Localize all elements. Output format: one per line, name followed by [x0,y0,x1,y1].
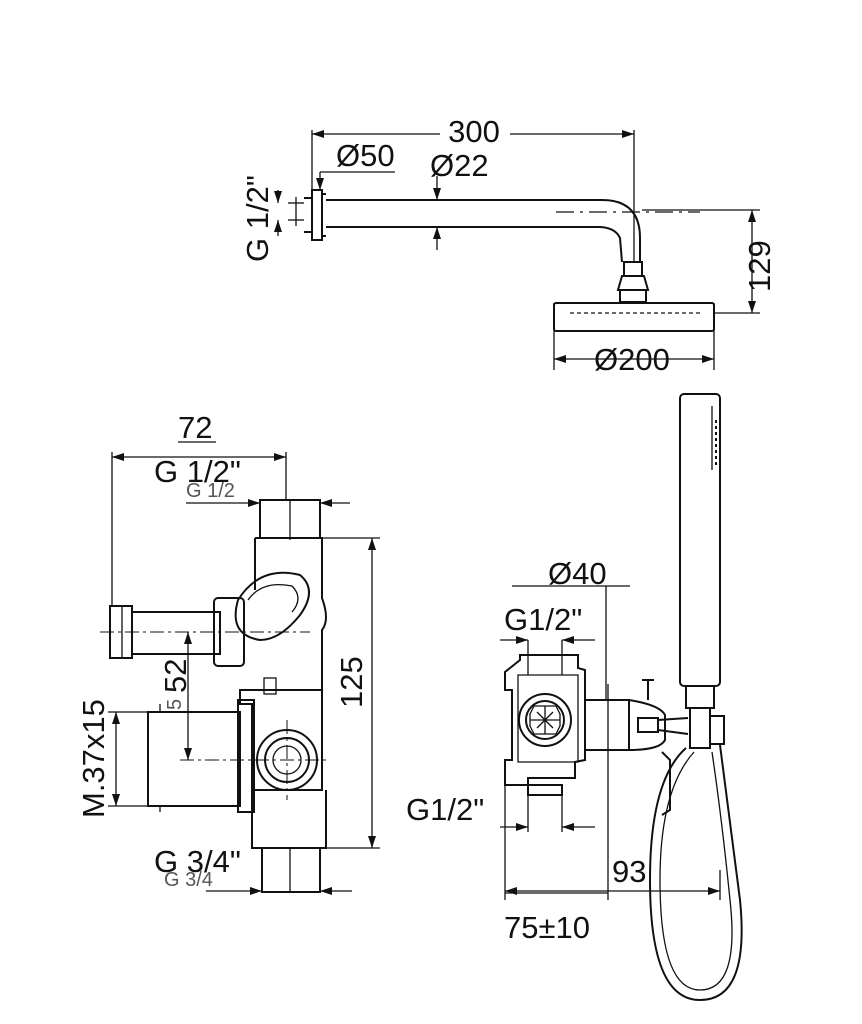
dim-drop-height: 129 [742,240,777,292]
wall-plate [584,699,630,751]
dim-handle-diameter: Ø40 [548,556,607,591]
dim-mixer-thread-top: G1/2" [504,602,582,637]
dim-head-diameter: Ø200 [594,342,670,377]
dim-arm-length: 300 [448,114,500,149]
ghost-offset: 5 [164,699,186,710]
shower-hose [648,744,743,1002]
dim-arm-thread: G 1/2" [240,175,275,262]
shower-arm-tube [326,199,641,263]
mixer-cartridge [518,693,572,747]
dim-offset: 52 [158,659,193,693]
hose-connector [709,715,725,745]
body-main [254,537,327,690]
ghost-thread-top: G 1/2 [186,480,235,502]
hand-shower [679,393,721,687]
arm-wall-flange [311,189,323,241]
dim-projection: 93 [612,854,646,889]
dim-mixer-thread-bottom: G1/2" [406,792,484,827]
dim-body-height: 125 [334,656,369,708]
arm-connector [623,261,643,277]
dim-flange-diameter: Ø50 [336,138,395,173]
mixer-front-view: Ø40 G1/2" G1/2" 93 75±10 [406,393,743,1002]
ghost-thread-bottom: G 3/4 [164,869,213,891]
dim-outlet-thread-bottom: G 3/4" [154,844,241,879]
dim-nut: M.37x15 [76,699,111,818]
dim-body-width: 72 [178,410,212,445]
dim-arm-diameter: Ø22 [430,148,489,183]
mixer-box [504,654,586,786]
shower-head [553,302,715,332]
mixer-handle [628,699,666,751]
bottom-outlet-stub [261,847,321,893]
concealed-body-view: 72 G 1/2 G 1/2" 125 5 52 M.37x15 G 3/4 G… [76,410,380,895]
dim-depth: 75±10 [504,910,590,945]
dim-inlet-thread-top: G 1/2" [154,454,241,489]
shower-arm-view: 300 Ø50 Ø22 G 1/2" 129 Ø200 [240,114,777,377]
